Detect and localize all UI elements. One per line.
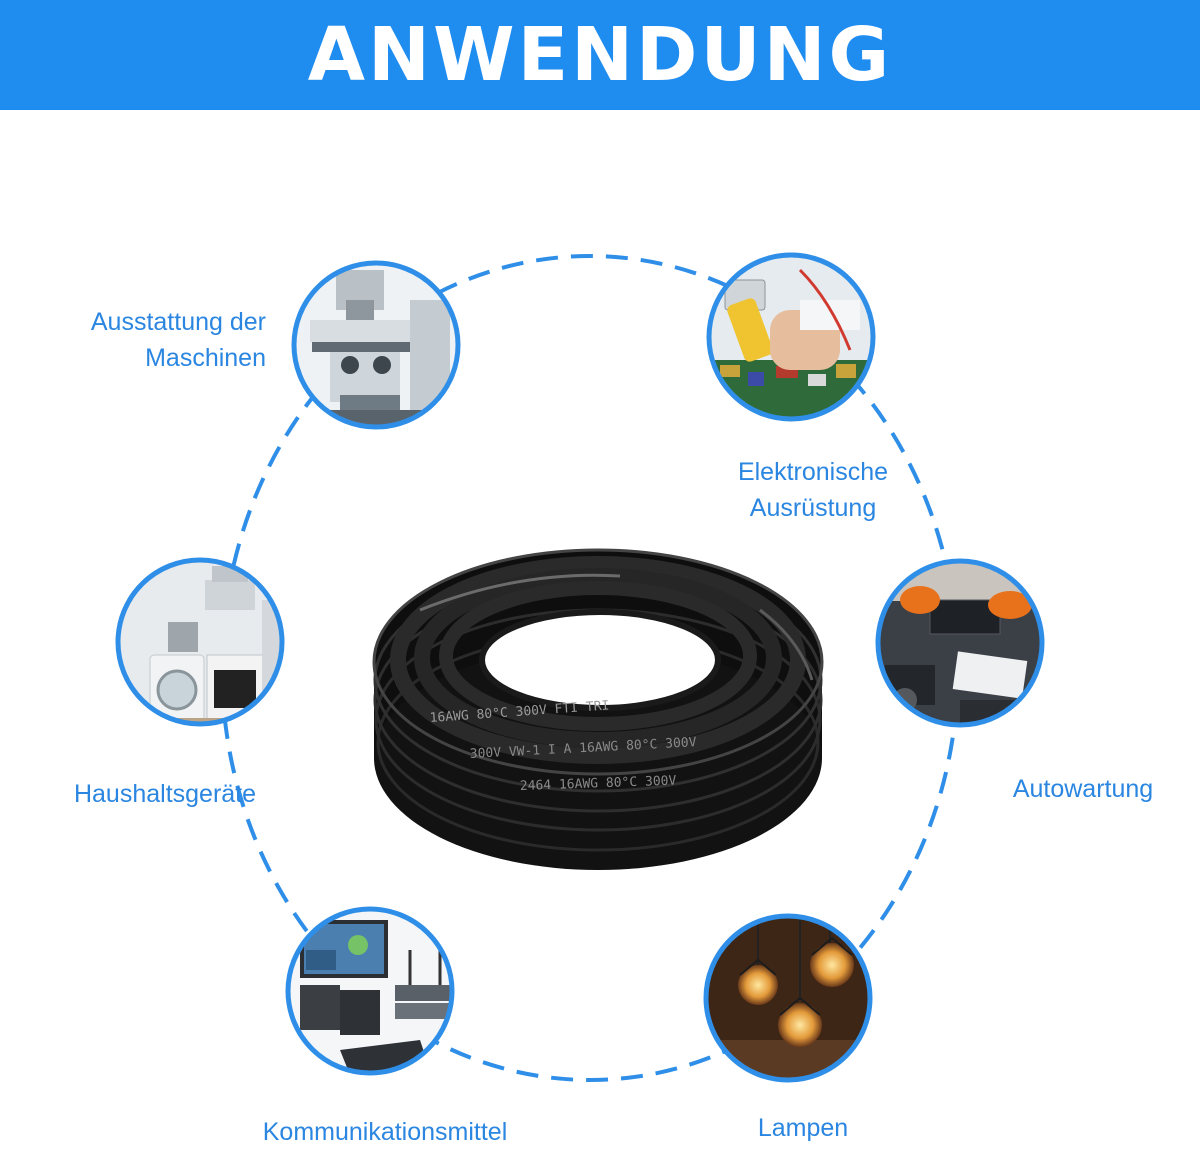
label-line: Autowartung [1012,775,1154,803]
network-equipment-icon [285,906,455,1076]
label-kommunikation: Kommunikationsmittel [215,1114,555,1150]
label-line: Ausrüstung [749,494,877,522]
header-banner: ANWENDUNG [0,0,1200,110]
cable-print-3: 2464 16AWG 80°C 300V [520,774,677,794]
label-auto: Autowartung [980,771,1186,807]
car-engine-repair-icon [875,558,1045,728]
label-line: Haushaltsgeräte [73,780,257,808]
label-line: Elektronische [737,458,889,486]
label-lampen: Lampen [703,1110,903,1146]
label-maschinen: Ausstattung der Maschinen [30,304,266,376]
cable-coil: 16AWG 80°C 300V FTI TRI 300V VW-1 I A 16… [372,548,824,870]
label-line: Lampen [757,1114,849,1142]
label-elektronik: Elektronische Ausrüstung [700,454,926,526]
label-line: Kommunikationsmittel [262,1118,508,1146]
circuit-board-testing-icon [706,252,876,422]
pendant-lamps-icon [703,913,873,1083]
label-line: Maschinen [145,344,266,372]
milling-machine-icon [291,260,461,430]
label-line: Ausstattung der [90,308,266,336]
page-title: ANWENDUNG [307,12,893,98]
home-appliances-icon [115,557,285,727]
label-haushalt: Haushaltsgeräte [30,776,300,812]
